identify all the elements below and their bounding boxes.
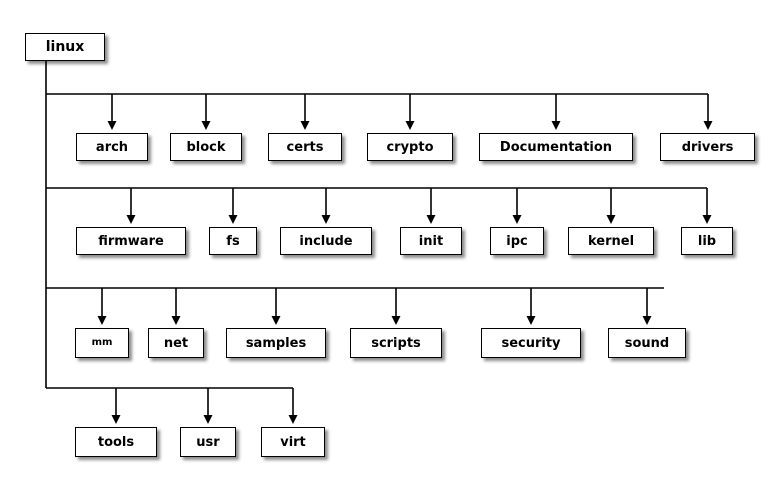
node-mm[interactable]: mm [75,328,129,358]
node-label: block [186,139,226,155]
node-init[interactable]: init [400,227,462,255]
node-label: tools [97,434,135,450]
node-linux[interactable]: linux [25,33,105,61]
node-sound[interactable]: sound [608,328,686,358]
node-label: lib [697,233,717,249]
node-label: drivers [681,139,734,155]
node-label: include [299,233,353,249]
node-label: security [501,335,561,351]
node-block[interactable]: block [170,133,242,161]
node-label: kernel [587,233,635,249]
node-drivers[interactable]: drivers [660,133,755,161]
node-samples[interactable]: samples [226,328,326,358]
node-label: certs [286,139,324,155]
node-net[interactable]: net [148,328,204,358]
node-crypto[interactable]: crypto [367,133,453,161]
node-kernel[interactable]: kernel [568,227,654,255]
node-usr[interactable]: usr [180,427,236,457]
node-label: init [418,233,444,249]
node-label: sound [624,335,670,351]
node-label: Documentation [499,139,613,155]
node-ipc[interactable]: ipc [490,227,544,255]
node-firmware[interactable]: firmware [76,227,186,255]
node-label: arch [95,139,129,155]
node-lib[interactable]: lib [681,227,733,255]
node-label: scripts [371,335,421,351]
node-label: fs [226,233,240,249]
node-label: mm [91,337,113,348]
node-certs[interactable]: certs [268,133,342,161]
node-label: crypto [386,139,434,155]
node-label: usr [196,434,220,450]
node-label: samples [245,335,307,351]
node-label: virt [280,434,306,450]
node-arch[interactable]: arch [76,133,148,161]
node-include[interactable]: include [280,227,372,255]
node-fs[interactable]: fs [209,227,257,255]
node-label: firmware [98,233,164,249]
node-documentation[interactable]: Documentation [479,133,633,161]
node-tools[interactable]: tools [75,427,157,457]
node-label: linux [45,39,85,55]
node-scripts[interactable]: scripts [350,328,442,358]
node-label: net [163,335,189,351]
node-label: ipc [506,233,528,249]
node-virt[interactable]: virt [261,427,325,457]
node-security[interactable]: security [481,328,581,358]
